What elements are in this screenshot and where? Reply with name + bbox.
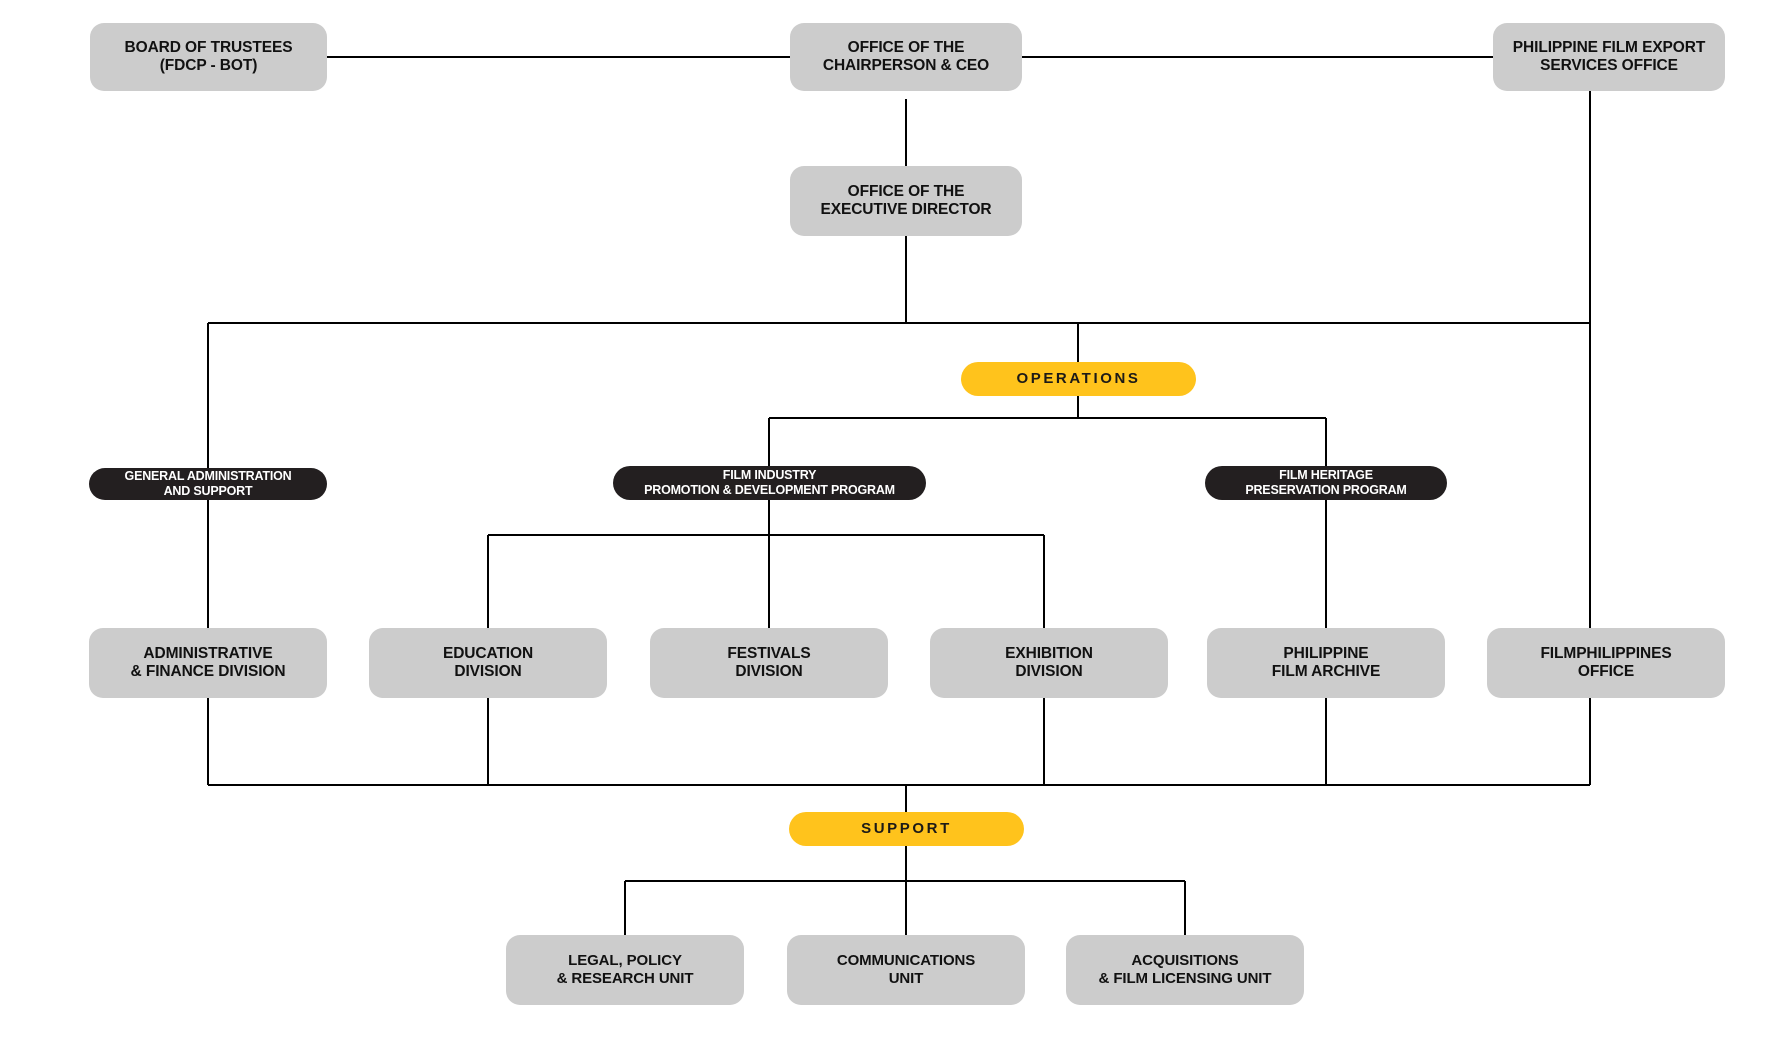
program-film-heritage-preservation-label: FILM HERITAGE PRESERVATION PROGRAM <box>1245 468 1407 497</box>
node-legal-policy-research-unit-label: LEGAL, POLICY & RESEARCH UNIT <box>556 952 694 987</box>
program-film-industry-promotion-development[interactable]: FILM INDUSTRY PROMOTION & DEVELOPMENT PR… <box>613 466 926 500</box>
node-philippine-film-export-services-office-label: PHILIPPINE FILM EXPORT SERVICES OFFICE <box>1512 38 1706 74</box>
node-philippine-film-archive[interactable]: PHILIPPINE FILM ARCHIVE <box>1207 628 1445 698</box>
program-general-administration-and-support-label: GENERAL ADMINISTRATION AND SUPPORT <box>124 469 292 498</box>
program-film-industry-promotion-development-label: FILM INDUSTRY PROMOTION & DEVELOPMENT PR… <box>644 468 895 497</box>
node-board-of-trustees-label: BOARD OF TRUSTEES (FDCP - BOT) <box>124 38 293 74</box>
section-pill-operations-label: OPERATIONS <box>1016 370 1141 388</box>
section-pill-operations[interactable]: OPERATIONS <box>961 362 1196 396</box>
section-pill-support-label: SUPPORT <box>861 820 952 838</box>
node-exhibition-division[interactable]: EXHIBITION DIVISION <box>930 628 1168 698</box>
section-pill-support[interactable]: SUPPORT <box>789 812 1024 846</box>
node-administrative-finance-division[interactable]: ADMINISTRATIVE & FINANCE DIVISION <box>89 628 327 698</box>
node-exhibition-division-label: EXHIBITION DIVISION <box>1005 644 1093 680</box>
node-filmphilippines-office-label: FILMPHILIPPINES OFFICE <box>1540 644 1672 680</box>
node-office-chairperson-ceo[interactable]: OFFICE OF THE CHAIRPERSON & CEO <box>790 23 1022 91</box>
node-board-of-trustees[interactable]: BOARD OF TRUSTEES (FDCP - BOT) <box>90 23 327 91</box>
node-festivals-division-label: FESTIVALS DIVISION <box>727 644 811 680</box>
node-festivals-division[interactable]: FESTIVALS DIVISION <box>650 628 888 698</box>
node-filmphilippines-office[interactable]: FILMPHILIPPINES OFFICE <box>1487 628 1725 698</box>
node-office-executive-director[interactable]: OFFICE OF THE EXECUTIVE DIRECTOR <box>790 166 1022 236</box>
node-communications-unit-label: COMMUNICATIONS UNIT <box>836 952 976 987</box>
node-acquisitions-film-licensing-unit-label: ACQUISITIONS & FILM LICENSING UNIT <box>1098 952 1272 987</box>
node-philippine-film-archive-label: PHILIPPINE FILM ARCHIVE <box>1271 644 1381 680</box>
node-legal-policy-research-unit[interactable]: LEGAL, POLICY & RESEARCH UNIT <box>506 935 744 1005</box>
node-education-division-label: EDUCATION DIVISION <box>442 644 534 680</box>
node-communications-unit[interactable]: COMMUNICATIONS UNIT <box>787 935 1025 1005</box>
program-film-heritage-preservation[interactable]: FILM HERITAGE PRESERVATION PROGRAM <box>1205 466 1447 500</box>
program-general-administration-and-support[interactable]: GENERAL ADMINISTRATION AND SUPPORT <box>89 468 327 500</box>
node-education-division[interactable]: EDUCATION DIVISION <box>369 628 607 698</box>
node-acquisitions-film-licensing-unit[interactable]: ACQUISITIONS & FILM LICENSING UNIT <box>1066 935 1304 1005</box>
node-administrative-finance-division-label: ADMINISTRATIVE & FINANCE DIVISION <box>130 644 286 680</box>
node-philippine-film-export-services-office[interactable]: PHILIPPINE FILM EXPORT SERVICES OFFICE <box>1493 23 1725 91</box>
node-office-chairperson-ceo-label: OFFICE OF THE CHAIRPERSON & CEO <box>822 38 990 74</box>
node-office-executive-director-label: OFFICE OF THE EXECUTIVE DIRECTOR <box>820 182 992 218</box>
